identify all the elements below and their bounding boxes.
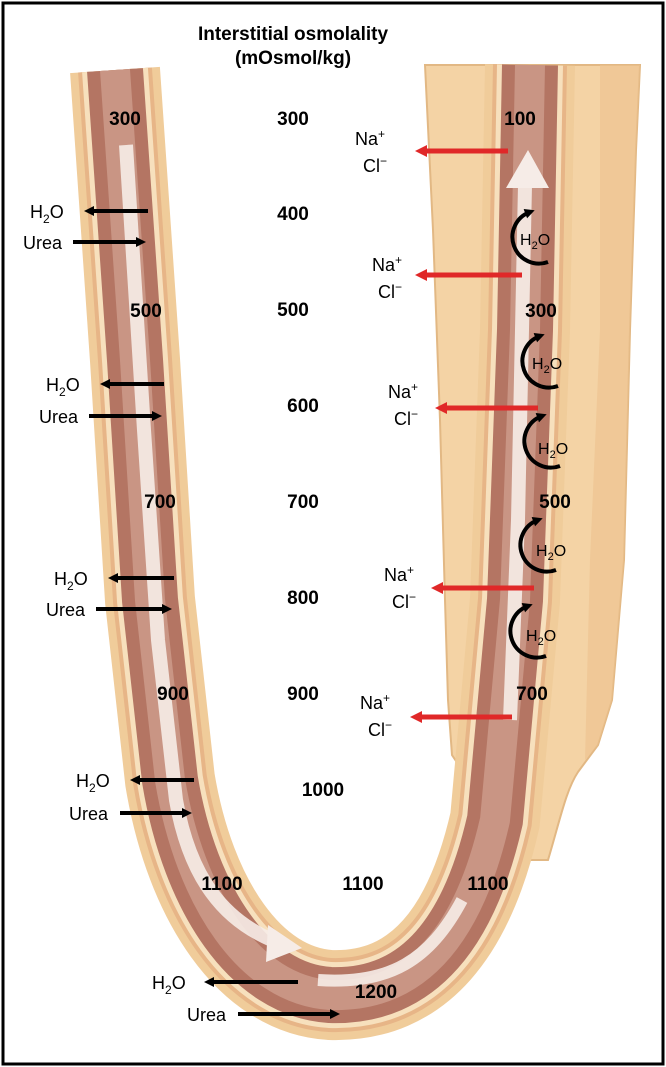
interstitial-value: 600 (287, 396, 319, 417)
urea-label: Urea (39, 407, 79, 427)
descending-limb-value: 700 (144, 492, 176, 513)
urea-label: Urea (69, 804, 109, 824)
ascending-limb-value: 100 (504, 109, 536, 130)
urea-label: Urea (23, 233, 63, 253)
interstitial-value: 1200 (355, 982, 397, 1003)
ascending-limb-value: 700 (516, 684, 548, 705)
ascending-limb-value: 1100 (467, 874, 508, 895)
interstitial-value: 500 (277, 300, 309, 321)
descending-limb-value: 500 (130, 301, 162, 322)
ascending-limb-value: 500 (539, 492, 571, 513)
descending-limb-value: 1100 (201, 874, 242, 895)
interstitial-value: 1000 (302, 780, 344, 801)
urea-label: Urea (46, 600, 86, 620)
interstitial-value: 800 (287, 588, 319, 609)
descending-limb-value: 300 (109, 109, 141, 130)
interstitial-value: 300 (277, 109, 309, 130)
interstitial-value: 400 (277, 204, 309, 225)
ascending-limb-value: 300 (525, 301, 557, 322)
interstitial-value: 700 (287, 492, 319, 513)
title-line-1: Interstitial osmolality (198, 24, 388, 45)
descending-limb-value: 900 (157, 684, 189, 705)
urea-label: Urea (187, 1005, 227, 1025)
title-line-2: (mOsmol/kg) (235, 48, 351, 69)
interstitial-value: 1100 (342, 874, 383, 895)
interstitial-value: 900 (287, 684, 319, 705)
